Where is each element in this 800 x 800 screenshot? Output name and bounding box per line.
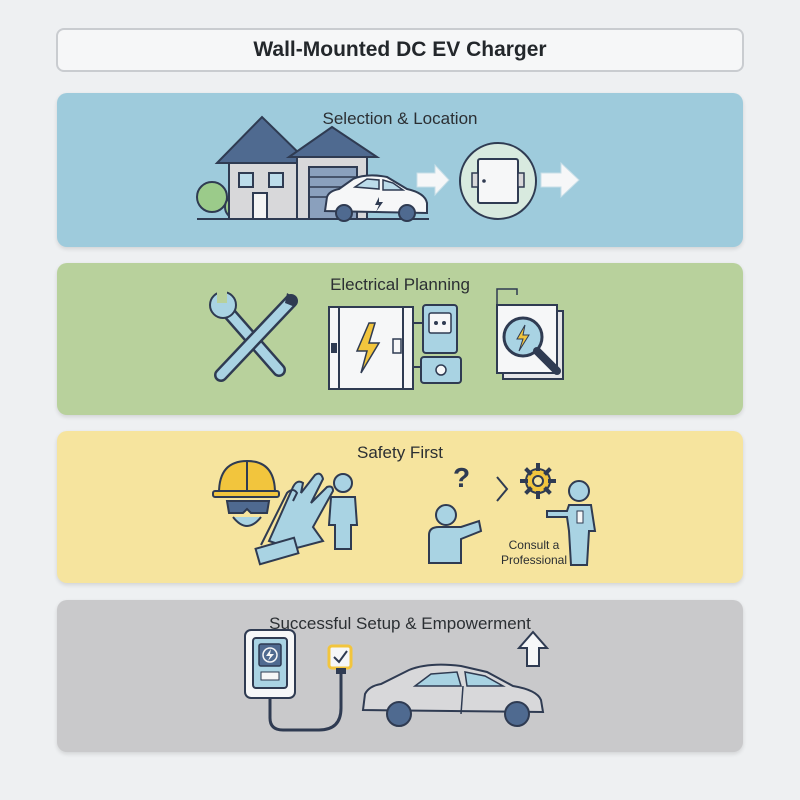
magnifier-document-icon [496, 288, 564, 380]
title-banner: Wall-Mounted DC EV Charger [56, 28, 744, 72]
person-icon [327, 473, 359, 550]
section-selection-location: Selection & Location [57, 93, 743, 247]
section-illustration: ? [212, 459, 597, 566]
charging-cable-icon [268, 674, 343, 732]
wall-charger-box-icon [459, 142, 537, 220]
section-heading: Electrical Planning [330, 275, 470, 294]
arrow-right-icon [540, 161, 580, 199]
section-successful-setup: Successful Setup & Empowerment [57, 600, 743, 752]
page-title: Wall-Mounted DC EV Charger [253, 38, 547, 61]
outlet-icon [420, 304, 462, 384]
wall-charger-icon [244, 629, 296, 699]
section-illustration [244, 629, 550, 732]
section-safety-first: Safety First Consult a Professional ? [57, 431, 743, 583]
section-electrical-planning: Electrical Planning [57, 263, 743, 415]
car-icon [361, 663, 545, 727]
section-heading: Selection & Location [322, 109, 478, 128]
arrow-up-icon [516, 630, 550, 667]
arrow-right-icon [416, 163, 450, 197]
wrench-screwdriver-icon [209, 289, 298, 382]
consult-person-icon [428, 504, 483, 564]
hard-hat-icon [212, 459, 280, 498]
section-illustration [196, 115, 580, 222]
checkmark-icon [327, 644, 353, 674]
electrical-panel-icon [328, 306, 427, 390]
section-heading: Safety First [357, 443, 443, 462]
house-icon [214, 115, 312, 220]
thinking-mark-icon [496, 476, 509, 502]
car-icon [323, 174, 428, 222]
section-illustration [209, 288, 564, 390]
gear-icon [520, 463, 556, 499]
electrician-icon [546, 480, 597, 566]
gloves-icon [254, 472, 335, 566]
section-heading: Successful Setup & Empowerment [269, 614, 531, 633]
question-mark-icon: ? [453, 462, 470, 493]
safety-goggles-icon [225, 500, 271, 527]
consult-professional-note: Consult a Professional [500, 538, 568, 567]
svg-text:?: ? [453, 462, 470, 493]
